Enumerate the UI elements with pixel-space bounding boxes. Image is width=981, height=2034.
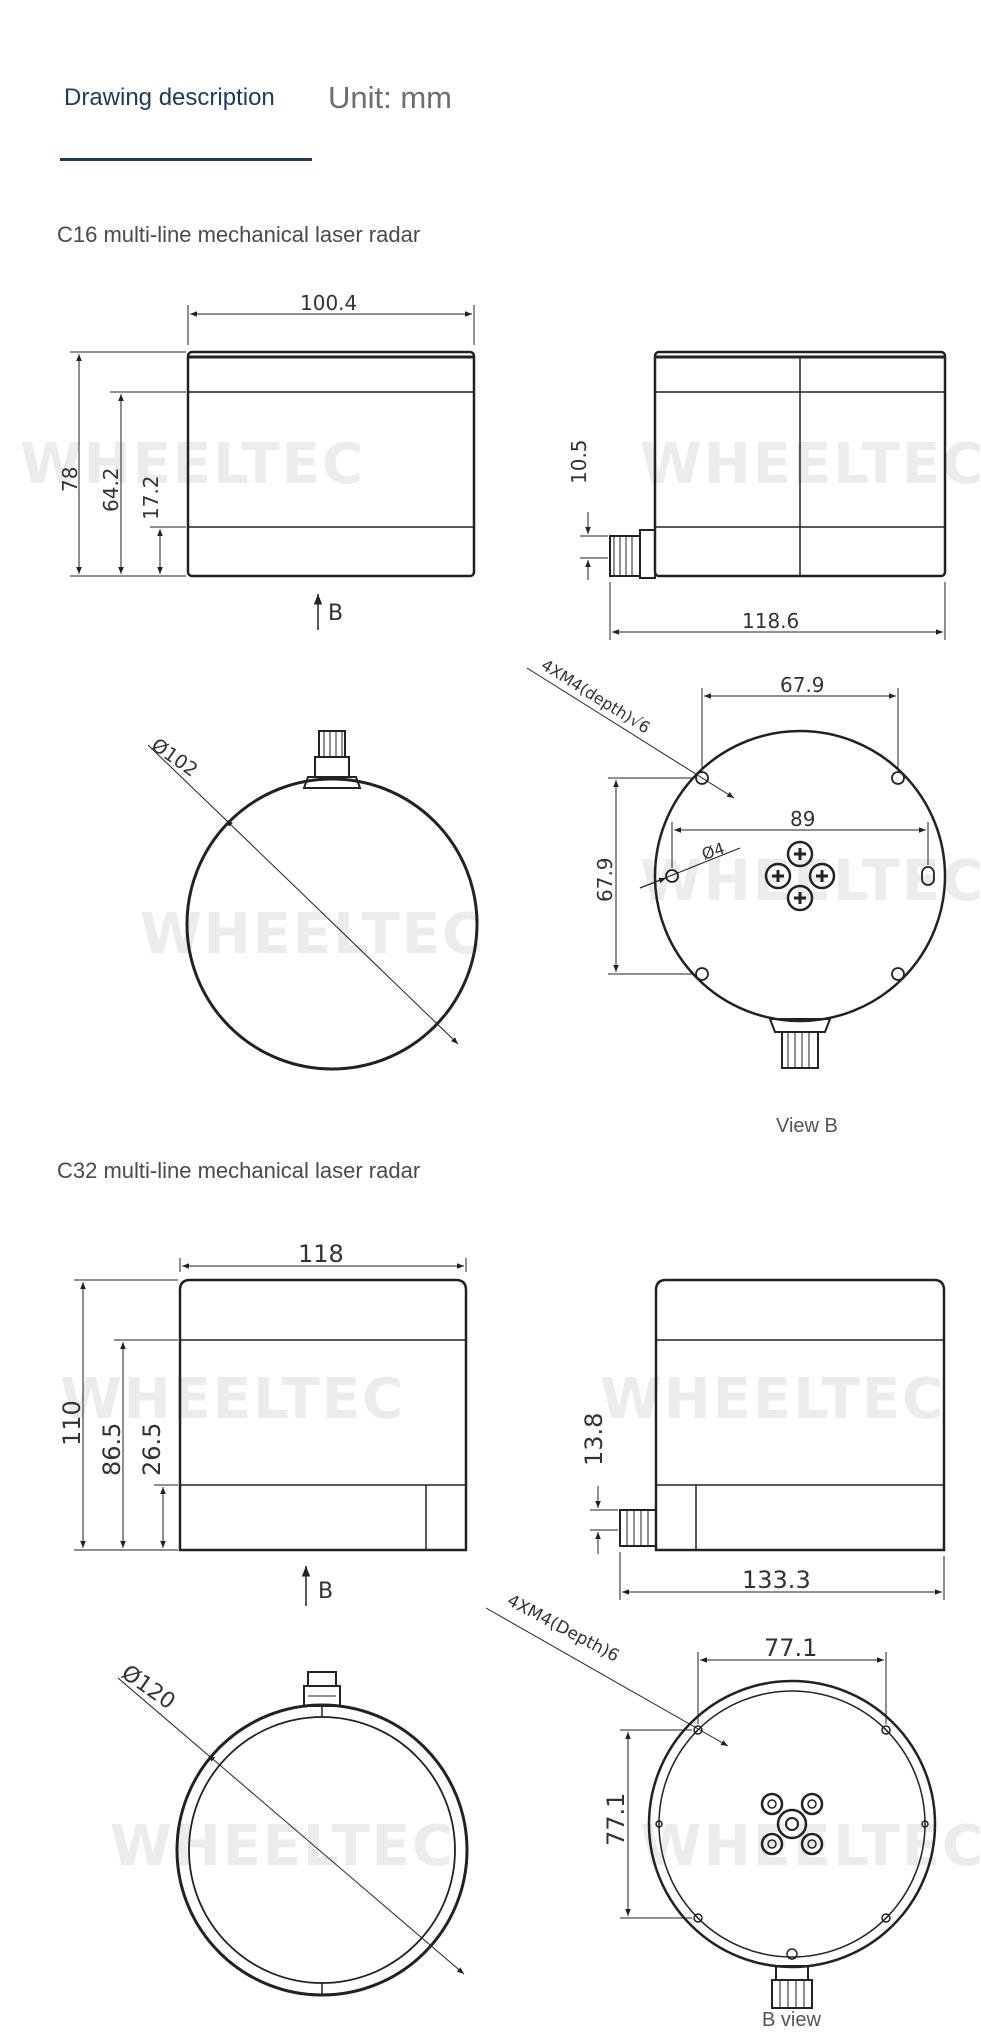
c16-side-view — [580, 350, 947, 640]
c32-hole-spacing-top-label: 77.1 — [764, 1634, 817, 1662]
c16-view-arrow-label: B — [328, 601, 343, 626]
c16-height-total-label: 78 — [58, 467, 82, 492]
c32-width-with-connector-label: 133.3 — [742, 1566, 811, 1594]
c32-top-view — [117, 1671, 469, 1997]
c16-width-label: 100.4 — [300, 291, 357, 315]
c16-side-dim-labels: 10.5 118.6 — [567, 439, 799, 633]
c16-mount-holes-label: 4XM4(depth)√6 — [538, 655, 654, 737]
watermark-2: WHEELTEC — [640, 432, 981, 497]
watermark-5: WHEELTEC — [60, 1367, 405, 1432]
c16-diameter-label: Ø102 — [147, 734, 202, 781]
c16-hole-spacing-top-label: 67.9 — [780, 673, 825, 697]
page-header: Drawing description Unit: mm — [0, 0, 981, 170]
watermark-6: WHEELTEC — [600, 1367, 945, 1432]
watermarks: WHEELTEC WHEELTEC WHEELTEC WHEELTEC WHEE… — [20, 432, 981, 1879]
c32-front-view — [74, 1258, 468, 1606]
c32-view-arrow-label: B — [318, 1579, 333, 1604]
c16-hole-spacing-side-label: 67.9 — [593, 857, 617, 902]
c32-view-b — [485, 1607, 937, 2009]
c16-slot-spacing-label: 89 — [790, 807, 815, 831]
c16-height-mid-label: 64.2 — [99, 467, 123, 512]
c16-top-dim-labels: Ø102 — [147, 734, 202, 781]
c16-view-caption: View B — [776, 1115, 838, 1137]
c32-side-dim-labels: 13.8 133.3 — [580, 1413, 811, 1594]
c32-side-view — [590, 1278, 946, 1600]
c16-view-b — [526, 667, 947, 1069]
c32-top-dim-labels: Ø120 — [117, 1660, 180, 1714]
watermark-8: WHEELTEC — [640, 1814, 981, 1879]
c32-connector-height-label: 13.8 — [580, 1413, 608, 1466]
c16-top-view — [147, 730, 479, 1071]
c32-height-mid-label: 86.5 — [98, 1423, 126, 1476]
c16-connector-height-label: 10.5 — [567, 439, 591, 484]
c16-height-base-label: 17.2 — [139, 475, 163, 520]
header-underline — [60, 158, 312, 161]
c32-width-label: 118 — [298, 1240, 344, 1268]
c32-height-base-label: 26.5 — [138, 1423, 166, 1476]
c32-view-caption: B view — [762, 2009, 821, 2031]
section-title-c32: C32 multi-line mechanical laser radar — [57, 1158, 421, 1183]
drawing-description-label: Drawing description — [64, 84, 275, 111]
c32-height-total-label: 110 — [58, 1400, 86, 1446]
c32-hole-spacing-side-label: 77.1 — [602, 1793, 630, 1846]
c16-front-view — [70, 305, 476, 630]
c16-width-with-connector-label: 118.6 — [742, 609, 799, 633]
unit-label: Unit: mm — [328, 80, 452, 115]
watermark-7: WHEELTEC — [110, 1814, 455, 1879]
c16-front-dim-labels: 100.4 78 64.2 17.2 B — [58, 291, 357, 626]
c32-diameter-label: Ø120 — [117, 1660, 180, 1714]
section-title-c16: C16 multi-line mechanical laser radar — [57, 222, 421, 247]
c32-front-dim-labels: 118 110 86.5 26.5 B — [58, 1240, 344, 1604]
